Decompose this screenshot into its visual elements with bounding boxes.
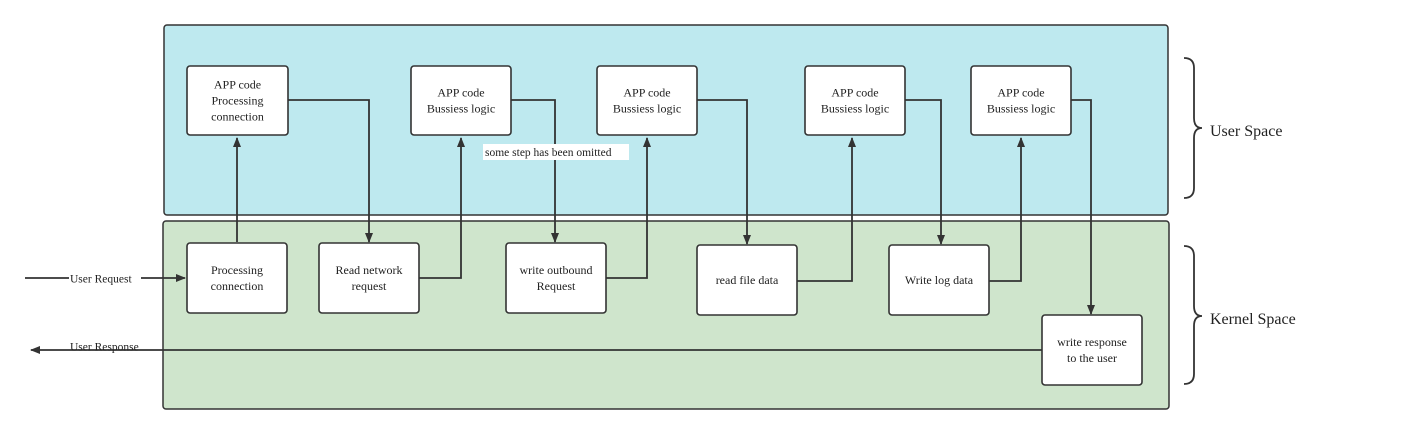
omitted-note-bg [483,144,629,160]
box-label-line: Bussiess logic [427,102,495,116]
connector-app3-to-kernel4 [697,99,751,245]
kernel-box-read-file-data: read file data [696,244,798,316]
box-label-line: Read network [336,263,403,277]
svg-text:read file data: read file data [716,273,779,287]
box-label-line: Bussiess logic [821,102,889,116]
user-space-label: User Space [1210,123,1282,140]
kernel-box-write-response: write response to the user [1041,314,1143,386]
box-label-line: write outbound [520,263,593,277]
box-label-line: APP code [623,86,670,100]
kernel-space-brace [1183,245,1203,385]
box-label-line: write response [1057,335,1127,349]
box-label-line: read file data [716,273,779,287]
connectors [25,99,1095,354]
kernel-box-write-log-data: Write log data [888,244,990,316]
kernel-box-processing-connection: Processing connection [186,242,288,314]
user-request-label: User Request [70,274,132,286]
user-space-brace [1183,57,1203,199]
connector-kernel3-to-app3 [606,137,651,279]
kernel-space-label: Kernel Space [1210,311,1296,328]
box-label-line: Processing [212,94,264,108]
box-label-line: request [352,279,387,293]
connector-app4-to-kernel5 [905,99,945,245]
box-label-line: APP code [831,86,878,100]
box-label-line: Write log data [905,273,974,287]
box-label-line: Bussiess logic [613,102,681,116]
user-request-label-bg [69,270,141,286]
box-label-line: APP code [437,86,484,100]
omitted-note: some step has been omitted [485,147,612,159]
box-label-line: to the user [1067,351,1117,365]
kernel-box-read-network-request: Read network request [318,242,420,314]
connector-app2-to-kernel3 [511,99,559,243]
connector-kernel5-to-app5 [989,137,1025,282]
kernel-space-region [162,220,1170,410]
connector-kernel4-to-app4 [797,137,856,282]
box-label-line: Bussiess logic [987,102,1055,116]
connector-kernel2-to-app2 [419,137,465,279]
box-label-line: APP code [997,86,1044,100]
box-label-line: connection [211,110,264,124]
svg-text:Write log data: Write log data [905,273,974,287]
connector-app1-to-kernel2 [288,99,373,243]
box-label-line: Processing [211,263,263,277]
box-label-line: connection [211,279,264,293]
connector-app5-to-kernel6 [1071,99,1095,315]
box-label-line: APP code [214,78,261,92]
box-label-line: Request [537,279,576,293]
user-response-label: User Response [70,342,139,354]
